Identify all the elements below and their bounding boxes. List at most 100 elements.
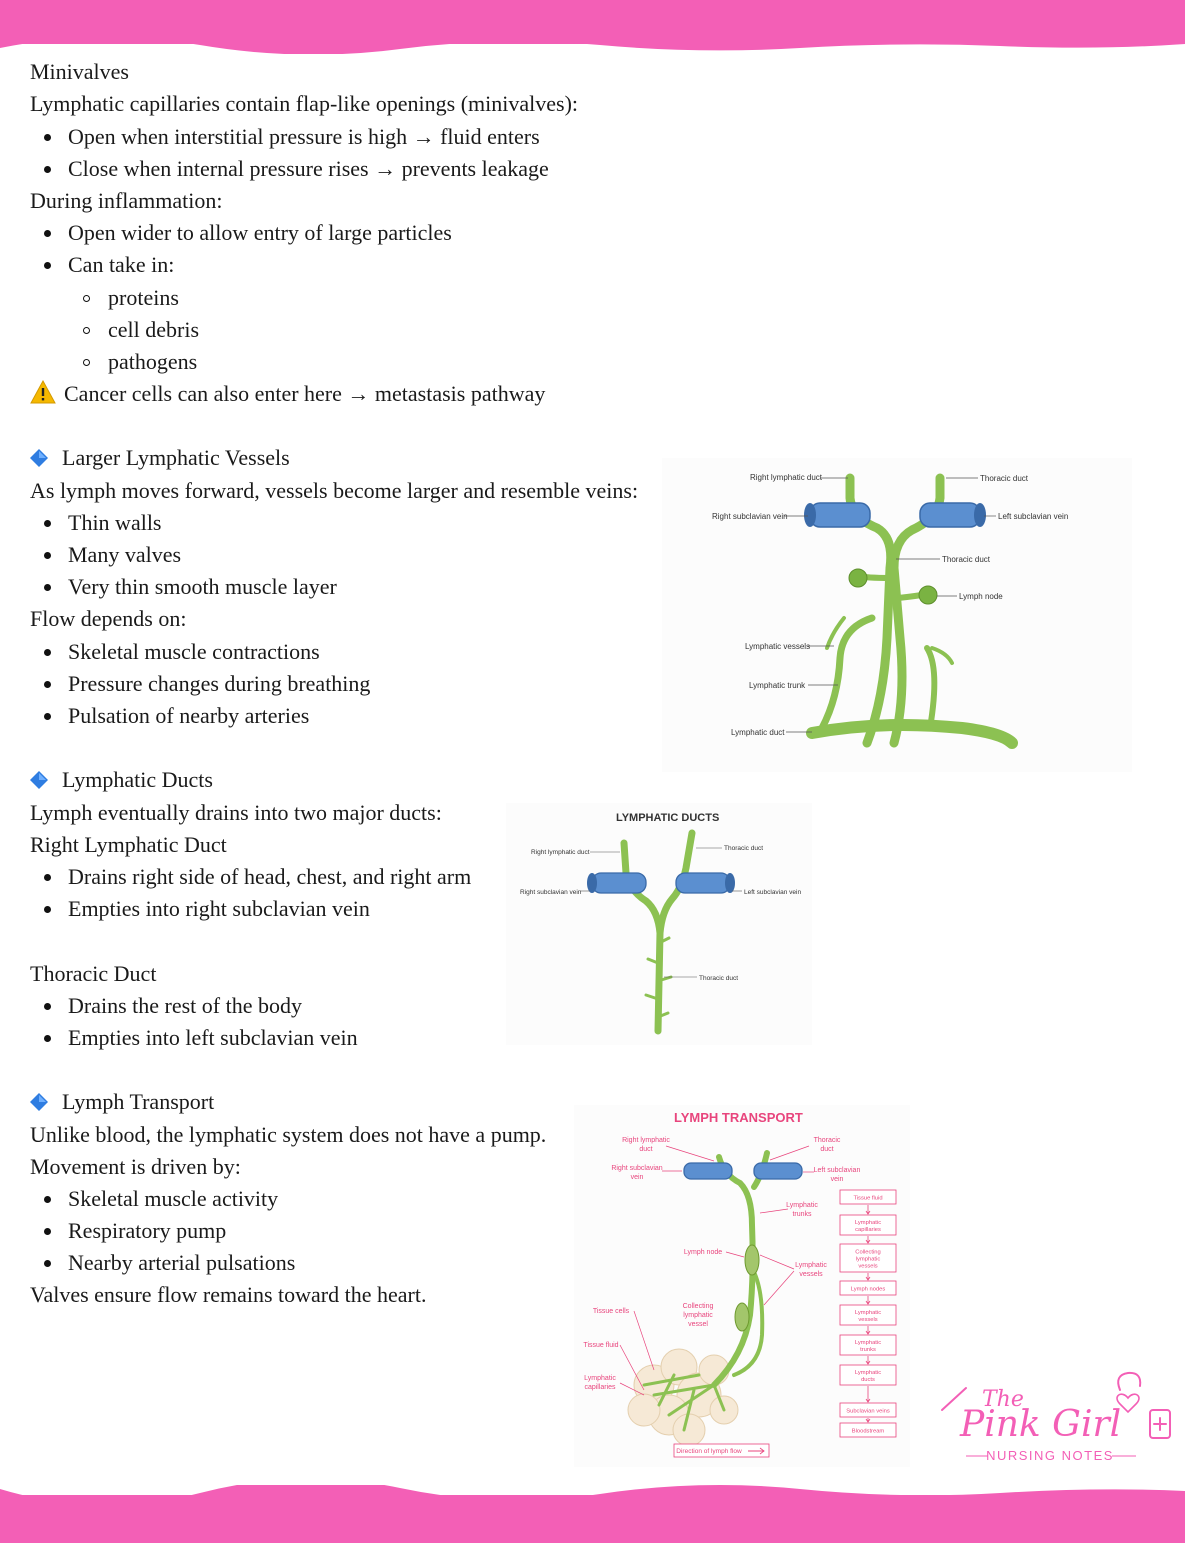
- flow-step-label: vessels: [858, 1317, 877, 1323]
- label-right-subclavian-2: vein: [631, 1174, 644, 1181]
- label-right-subclavian-1: Right subclavian: [611, 1165, 662, 1172]
- label-thoracic-duct-2: duct: [820, 1146, 833, 1153]
- heart-icon: [1116, 1393, 1140, 1414]
- logo-line-3: NURSING NOTES: [986, 1448, 1114, 1463]
- label-tissue-cells: Tissue cells: [593, 1308, 630, 1315]
- label-right-subclavian-vein: Right subclavian vein: [712, 512, 788, 521]
- flow-step-box: Subclavian veins: [839, 1402, 897, 1423]
- syringe-icon: [941, 1387, 967, 1411]
- list-item: Close when internal pressure rises → pre…: [44, 155, 549, 183]
- flow-step-label: capillaries: [855, 1227, 881, 1233]
- figure-title: LYMPH TRANSPORT: [674, 1110, 803, 1125]
- label-thoracic-duct-1: Thoracic: [814, 1137, 841, 1144]
- flow-steps: Tissue fluidLymphaticcapillariesCollecti…: [839, 1189, 897, 1438]
- transport-closing: Valves ensure flow remains toward the he…: [30, 1282, 427, 1307]
- flow-step-label: ducts: [861, 1377, 875, 1383]
- minivalves-heading: Minivalves: [30, 59, 129, 84]
- list-item: Empties into left subclavian vein: [44, 1024, 358, 1052]
- arrow-down-icon: [865, 1326, 871, 1335]
- flow-step-label: Collecting: [855, 1250, 880, 1256]
- larger-vessels-intro: As lymph moves forward, vessels become l…: [30, 478, 639, 503]
- label-thoracic-duct-mid: Thoracic duct: [699, 975, 738, 982]
- list-item: Open wider to allow entry of large parti…: [44, 219, 452, 247]
- arrow-down-icon: [865, 1356, 871, 1365]
- label-lymphatic-trunk: Lymphatic trunk: [749, 681, 806, 690]
- bottom-pink-band: [0, 1485, 1185, 1543]
- sub-list-item: proteins: [83, 284, 179, 312]
- transport-intro: Unlike blood, the lymphatic system does …: [30, 1122, 547, 1147]
- list-item: Drains right side of head, chest, and ri…: [44, 863, 471, 891]
- brand-logo: The Pink Girl NURSING NOTES: [936, 1370, 1180, 1470]
- blue-diamond-icon: [30, 771, 48, 789]
- label-lymphatic-trunks-2: trunks: [792, 1211, 812, 1218]
- arrow-down-icon: [865, 1296, 871, 1305]
- label-right-subclavian-vein: Right subclavian vein: [520, 889, 582, 896]
- list-item: Empties into right subclavian vein: [44, 895, 370, 923]
- label-right-lymphatic-duct-1: Right lymphatic: [622, 1137, 670, 1144]
- label-thoracic-duct-top: Thoracic duct: [724, 845, 763, 852]
- label-lymphatic-vessels-2: vessels: [799, 1271, 823, 1278]
- label-lymphatic-vessels-1: Lymphatic: [795, 1262, 827, 1269]
- flow-step-box: Lymph nodes: [839, 1280, 897, 1305]
- direction-label: Direction of lymph flow: [676, 1448, 742, 1455]
- list-item: Many valves: [44, 541, 181, 569]
- flow-step-box: Bloodstream: [839, 1422, 897, 1438]
- flow-step-label: Lymphatic: [855, 1310, 881, 1316]
- arrow-down-icon: [865, 1205, 871, 1215]
- sub-list-item: pathogens: [83, 348, 197, 376]
- label-collecting-1: Collecting: [683, 1303, 714, 1310]
- arrow-down-icon: [865, 1236, 871, 1244]
- arrow-down-icon: [865, 1386, 871, 1403]
- label-right-lymphatic-duct-2: duct: [639, 1146, 652, 1153]
- flow-step-label: Lymphatic: [855, 1340, 881, 1346]
- top-pink-band: [0, 0, 1185, 54]
- logo-line-1: The: [982, 1387, 1024, 1412]
- list-item: Skeletal muscle contractions: [44, 638, 320, 666]
- inflammation-heading: During inflammation:: [30, 188, 223, 213]
- flow-step-label: Tissue fluid: [853, 1196, 882, 1202]
- label-right-lymphatic-duct: Right lymphatic duct: [531, 849, 590, 856]
- lymphatic-ducts-figure: LYMPHATIC DUCTS Right lymphatic duct Tho…: [506, 803, 812, 1045]
- blue-diamond-icon: [30, 1093, 48, 1111]
- section-heading-transport: Lymph Transport: [30, 1088, 214, 1116]
- flow-step-label: Subclavian veins: [846, 1409, 890, 1415]
- section-heading-larger-vessels: Larger Lymphatic Vessels: [30, 444, 290, 472]
- list-item: Pressure changes during breathing: [44, 670, 370, 698]
- section-heading-ducts: Lymphatic Ducts: [30, 766, 213, 794]
- label-lymphatic-duct: Lymphatic duct: [731, 728, 785, 737]
- sub-list-item: cell debris: [83, 316, 199, 344]
- movement-heading: Movement is driven by:: [30, 1154, 241, 1179]
- label-thoracic-duct-mid: Thoracic duct: [942, 555, 991, 564]
- label-tissue-fluid: Tissue fluid: [583, 1342, 618, 1349]
- flow-step-label: lymphatic: [856, 1257, 881, 1263]
- lymph-transport-figure: LYMPH TRANSPORT Right lymphatic duct Tho…: [574, 1105, 910, 1467]
- flow-step-label: vessels: [858, 1264, 877, 1270]
- flow-heading: Flow depends on:: [30, 606, 187, 631]
- label-thoracic-duct-top: Thoracic duct: [980, 474, 1029, 483]
- list-item: Drains the rest of the body: [44, 992, 302, 1020]
- label-left-subclavian-1: Left subclavian: [814, 1167, 861, 1174]
- right-duct-heading: Right Lymphatic Duct: [30, 832, 227, 857]
- lymphatic-vessels-figure: Right lymphatic duct Thoracic duct Right…: [662, 458, 1132, 772]
- label-lymphatic-capillaries-1: Lymphatic: [584, 1375, 616, 1382]
- label-lymph-node: Lymph node: [684, 1249, 722, 1256]
- list-item: Pulsation of nearby arteries: [44, 702, 309, 730]
- minivalves-intro: Lymphatic capillaries contain flap-like …: [30, 91, 579, 116]
- flow-step-label: Lymph nodes: [851, 1287, 886, 1293]
- flow-step-label: trunks: [860, 1347, 876, 1353]
- flow-step-box: Tissue fluid: [839, 1189, 897, 1215]
- label-left-subclavian-vein: Left subclavian vein: [744, 889, 801, 896]
- arrow-down-icon: [865, 1418, 871, 1423]
- label-lymphatic-capillaries-2: capillaries: [584, 1384, 616, 1391]
- label-lymphatic-vessels: Lymphatic vessels: [745, 642, 810, 651]
- figure-title: LYMPHATIC DUCTS: [616, 812, 719, 824]
- list-item: Can take in:: [44, 251, 174, 279]
- list-item: Respiratory pump: [44, 1217, 226, 1245]
- arrow-down-icon: [865, 1273, 871, 1281]
- label-left-subclavian-vein: Left subclavian vein: [998, 512, 1068, 521]
- list-item: Very thin smooth muscle layer: [44, 573, 337, 601]
